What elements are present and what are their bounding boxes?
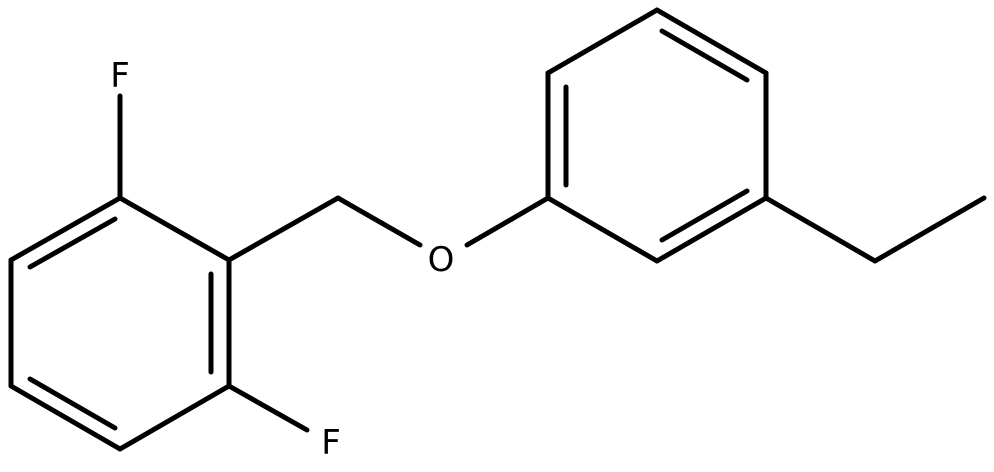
fluorine-bottom-label: F [321, 423, 341, 463]
bond-ring1-double-2 [27, 376, 118, 431]
bond-ring1-d [8, 383, 123, 452]
bond-ring2-e [654, 195, 769, 264]
bond-ring2-f [545, 195, 660, 264]
bond-ring1-c [117, 383, 232, 452]
bond-c-f-bottom [226, 383, 310, 433]
bond-ring-ch2 [226, 195, 341, 263]
difluorophenyl-ring [8, 195, 232, 452]
bond-ring1-double-3 [27, 216, 118, 270]
bond-ethyl-ch3 [872, 195, 987, 264]
bond-ring2-c [654, 7, 769, 76]
bond-ring2-b [545, 7, 660, 76]
oxygen-label: O [428, 240, 455, 280]
fluorine-top-label: F [110, 56, 130, 96]
bond-ring1-f [8, 195, 123, 263]
ethylphenyl-ring [545, 7, 769, 264]
bond-ring1-a [117, 195, 232, 263]
bond-o-ring2 [464, 195, 551, 248]
bond-ring-ethyl-ch2 [763, 195, 878, 264]
bond-ring2-double-3 [659, 188, 750, 243]
bond-ch2-o [335, 195, 423, 248]
bond-ring2-double-2 [659, 28, 750, 83]
